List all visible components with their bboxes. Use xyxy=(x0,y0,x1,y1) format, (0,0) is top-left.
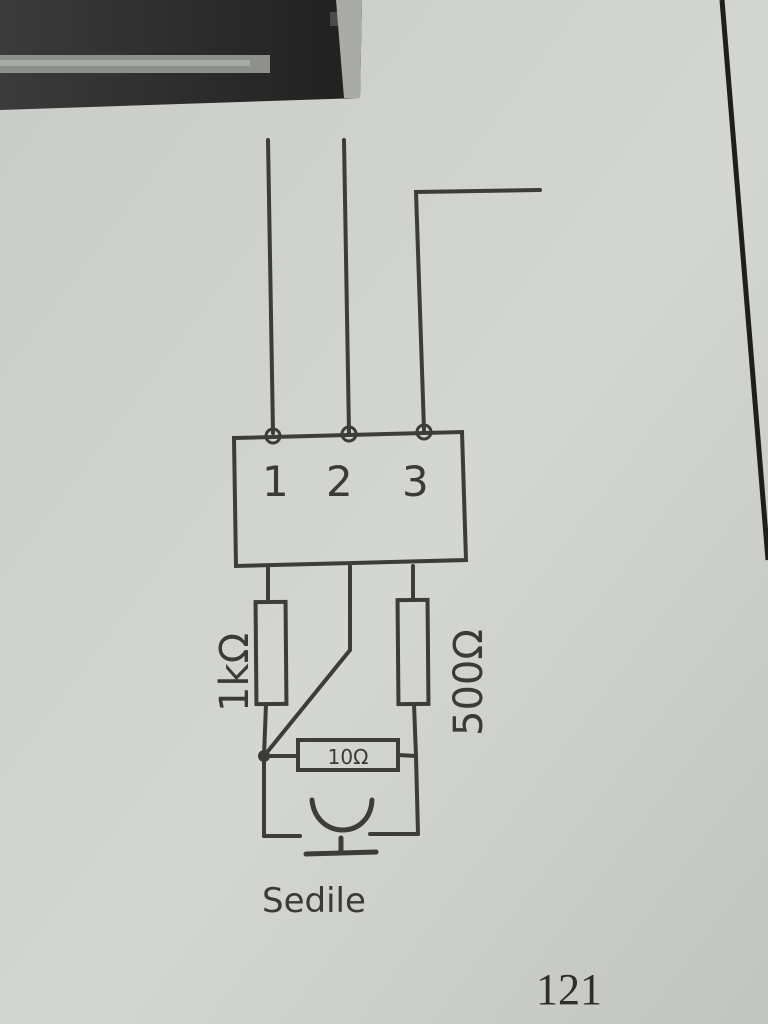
resistor-10-label: 10Ω xyxy=(328,745,369,769)
resistor-500-label: 500Ω xyxy=(446,629,492,736)
circuit-diagram xyxy=(231,138,542,857)
wire-pin-2 xyxy=(342,138,351,435)
pin-label-1: 1 xyxy=(262,457,289,506)
junction-dot xyxy=(258,750,270,762)
pin-label-3: 3 xyxy=(402,457,429,506)
pin-label-2: 2 xyxy=(326,457,353,506)
earphone-symbol xyxy=(309,797,375,833)
pin-terminal-3 xyxy=(415,423,433,441)
wire-right-bottom xyxy=(414,754,420,836)
page-number: 121 xyxy=(536,965,602,1014)
pin-terminal-2 xyxy=(340,425,358,443)
wire-wiper xyxy=(262,564,352,758)
resistor-1k xyxy=(253,599,289,707)
connector-box xyxy=(231,429,469,569)
wire-pin-1 xyxy=(266,138,275,435)
earphone-base xyxy=(303,849,379,857)
page-edge-line xyxy=(719,0,768,561)
wire-r10-right xyxy=(396,753,418,758)
top-dark-photo xyxy=(0,0,362,110)
wire-right-mid xyxy=(412,702,418,758)
pin-terminal-1 xyxy=(264,427,282,445)
wire-pin-3 xyxy=(413,188,542,432)
caption-sedile: Sedile xyxy=(262,881,366,921)
wire-left-mid xyxy=(262,702,268,758)
resistor-1k-label: 1kΩ xyxy=(212,633,258,712)
